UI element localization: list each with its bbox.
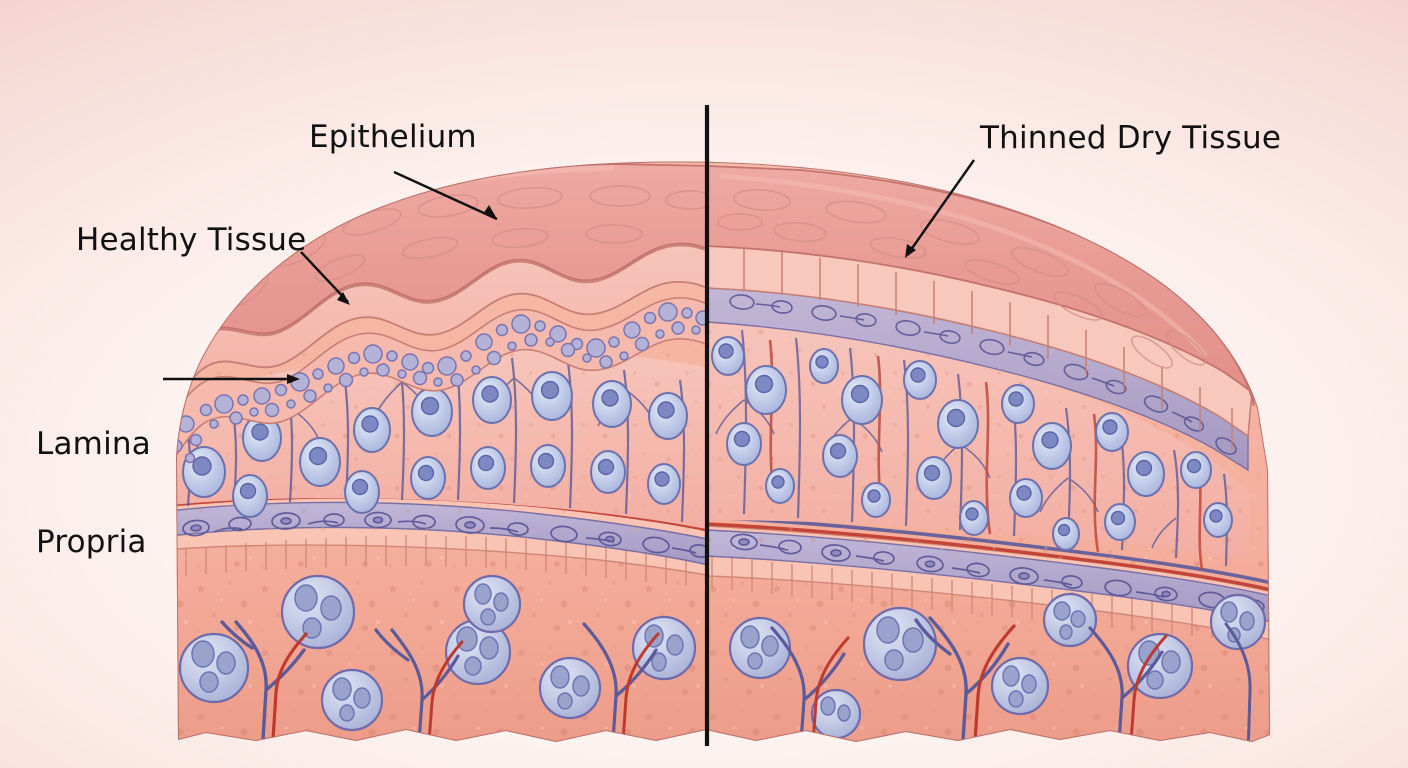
tissue-block-outline (176, 161, 1270, 743)
epithelium-highlight-right (719, 173, 1208, 358)
glandular-cells-right (728, 592, 1267, 740)
squamous-cells-right (717, 189, 1207, 369)
lamina-propria-arrow (163, 374, 300, 384)
epithelium-surface-right (707, 165, 1255, 407)
epithelium-arrow (393, 170, 498, 221)
rectangular-cells-right (743, 248, 1233, 450)
tissue-block (176, 161, 1270, 743)
label-arrows (163, 159, 975, 384)
label-healthy-tissue: Healthy Tissue (76, 222, 307, 258)
label-lamina-propria: Lamina Propria (36, 362, 151, 625)
thinned-side-group (707, 165, 1270, 743)
columnar-nuclei-right (711, 336, 1233, 551)
healthy-side-group (176, 163, 707, 743)
label-lamina-propria-line1: Lamina (36, 425, 151, 462)
lamina-profiles-right (729, 294, 1237, 455)
deep-vessels-left (220, 620, 660, 743)
label-epithelium: Epithelium (309, 119, 477, 155)
glandular-cells-left (178, 574, 697, 732)
label-lamina-propria-line2: Propria (36, 524, 147, 561)
thinned-dry-tissue-arrow (905, 159, 975, 258)
deep-vessels-right (770, 616, 1252, 743)
columnar-nuclei-left (182, 371, 688, 518)
label-thinned-dry-tissue: Thinned Dry Tissue (980, 120, 1282, 156)
epithelium-inner-left (176, 244, 707, 438)
lamina-propria-granules-left (176, 302, 707, 464)
healthy-tissue-arrow (300, 251, 350, 305)
cuboidal-row-left (176, 535, 707, 588)
